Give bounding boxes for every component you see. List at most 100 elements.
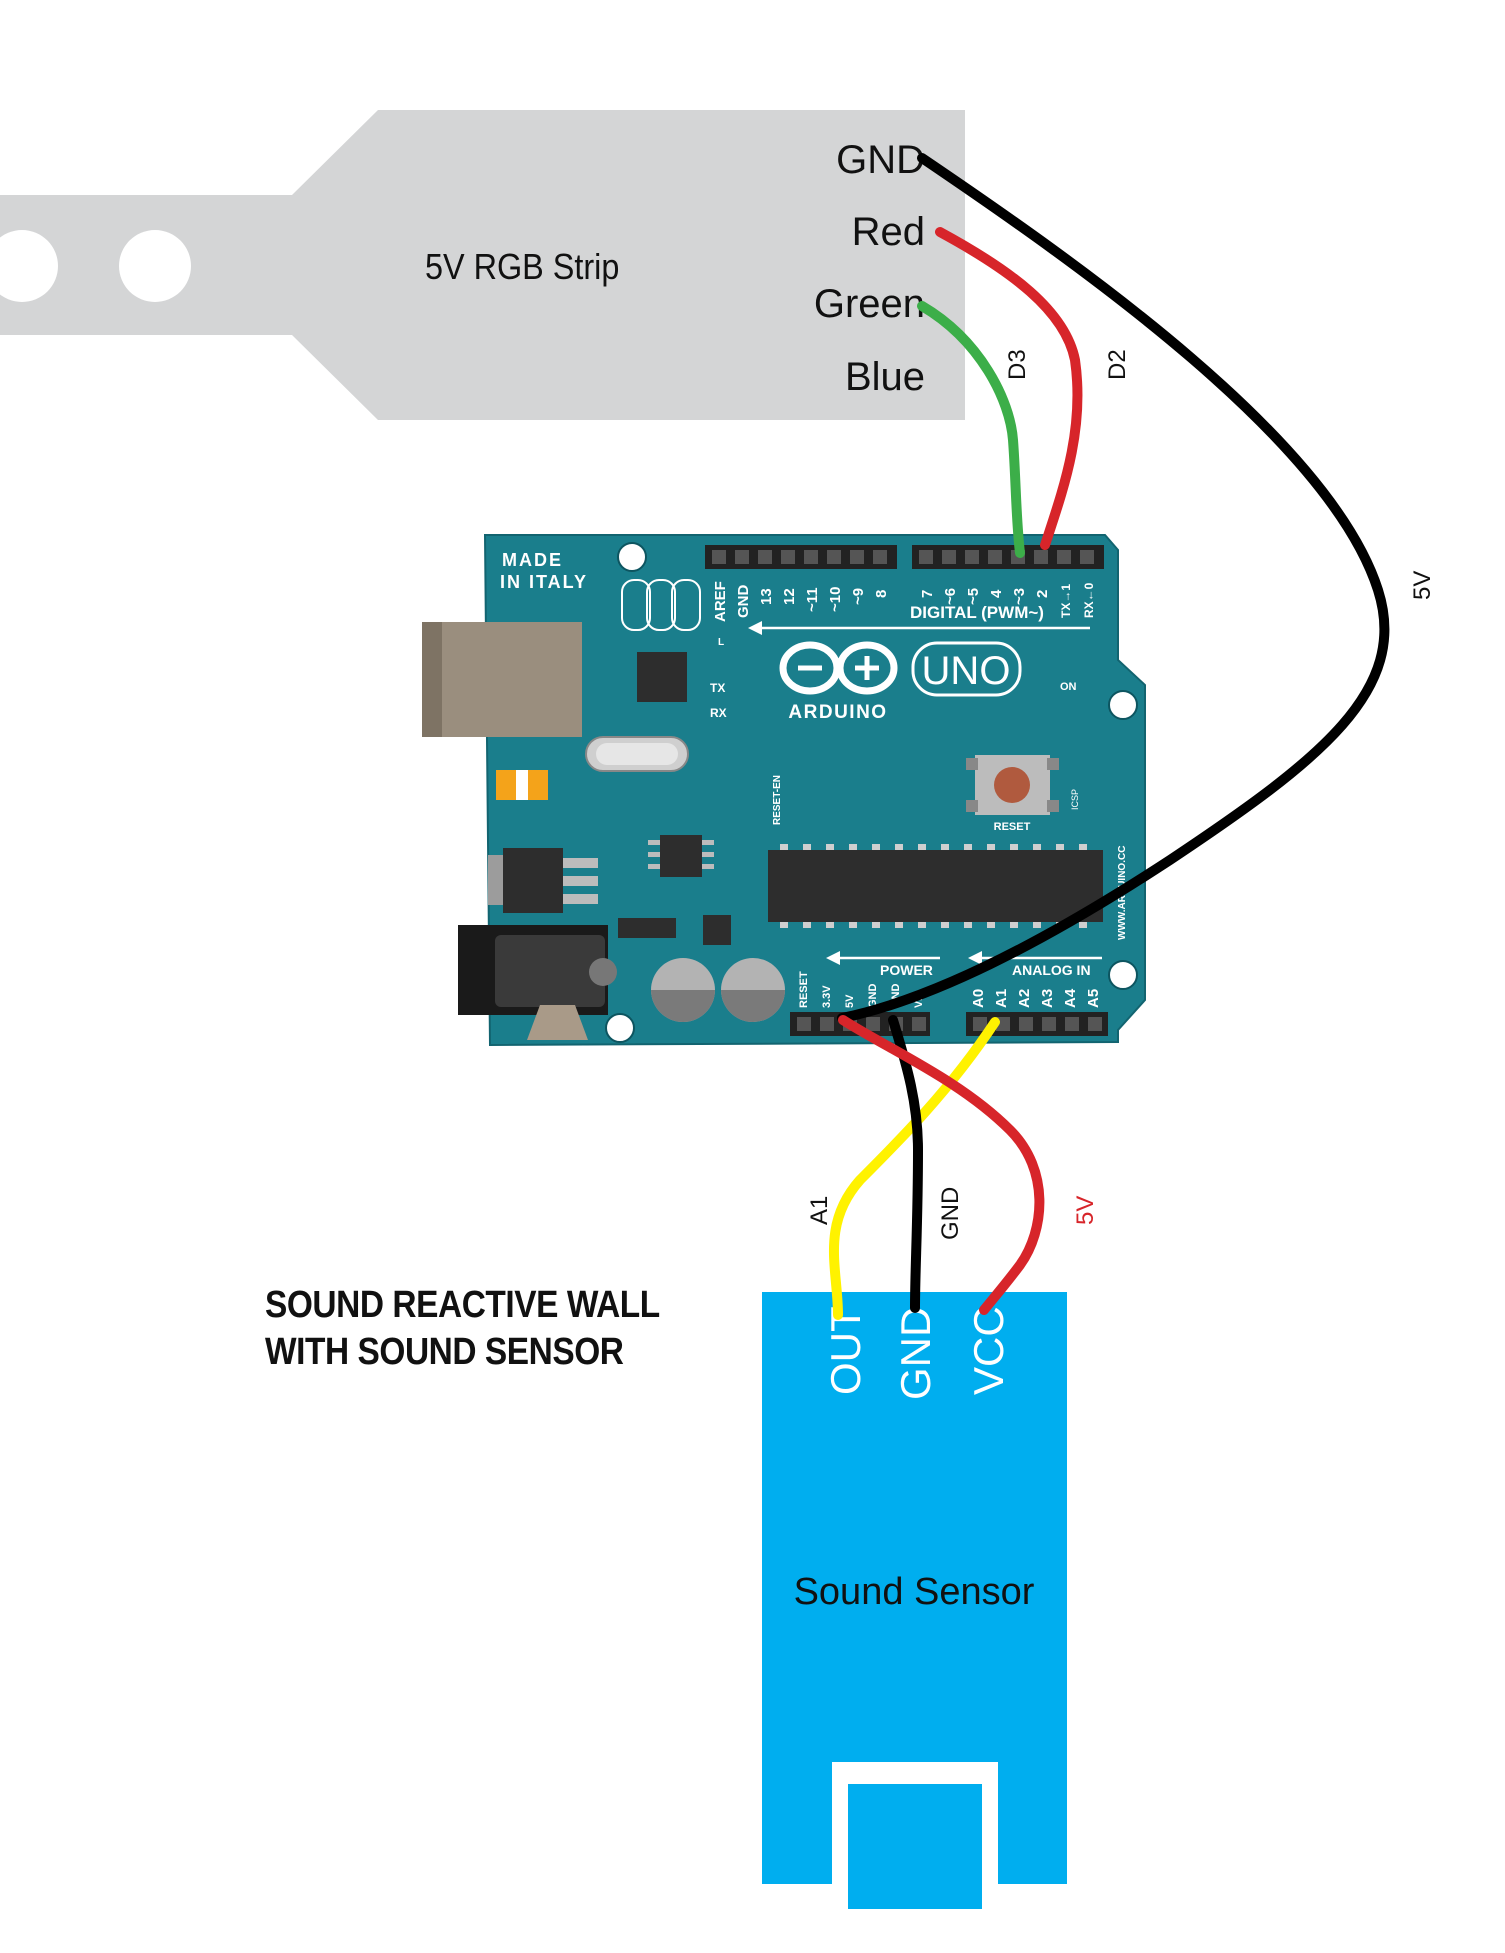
digital-header-right <box>912 545 1104 569</box>
digital-pin-label: 8 <box>873 590 890 598</box>
analog-pin-labels: A0 A1 A2 A3 A4 A5 <box>970 988 1102 1008</box>
digital-header-pins <box>712 550 1094 564</box>
reset-button-pad <box>966 758 978 770</box>
power-jack-hole <box>589 958 617 986</box>
usb-chip <box>637 652 687 702</box>
wire-label-a1: A1 <box>806 1196 833 1225</box>
l-label: L <box>718 637 724 648</box>
made-in-label: IN ITALY <box>500 572 588 592</box>
sound-sensor-label: Sound Sensor <box>794 1571 1035 1613</box>
digital-pin-label: ~10 <box>827 587 844 612</box>
wire-red-sensor <box>838 1015 1045 1315</box>
digital-label: DIGITAL (PWM~) <box>910 603 1044 622</box>
rgb-strip: 5V RGB Strip GND Red Green Blue <box>0 110 965 420</box>
regulator-leg <box>563 858 598 868</box>
analog-arrow-head <box>968 951 982 965</box>
board-mount-hole <box>605 1013 635 1043</box>
arduino-board: MADE IN ITALY AREF GND 13 12 ~11 ~10 ~9 … <box>422 534 1146 1047</box>
reset-button-pad <box>1047 800 1059 812</box>
icsp-label: ICSP <box>1070 789 1080 810</box>
wire-green-strip <box>917 301 1025 558</box>
digital-pin-label: ~5 <box>965 588 982 605</box>
wires <box>828 153 1390 1320</box>
power-jack-front <box>495 935 605 1007</box>
wire-label-d3: D3 <box>1004 349 1031 380</box>
rx-label: RX <box>710 706 727 720</box>
smd-component <box>703 915 731 945</box>
strip-pin-gnd: GND <box>836 138 925 182</box>
reset-button <box>994 767 1030 803</box>
analog-pin-label: A5 <box>1085 989 1102 1008</box>
digital-pin-label: ~11 <box>804 587 821 612</box>
power-label: POWER <box>880 962 933 978</box>
capacitor-mark <box>651 990 715 1022</box>
on-label: ON <box>1060 681 1077 693</box>
strip-mount-hole <box>0 230 58 302</box>
board-mount-hole <box>617 542 647 572</box>
digital-pin-label: 13 <box>758 588 775 605</box>
made-in-label: MADE <box>502 550 563 570</box>
strip-pin-red: Red <box>852 210 925 254</box>
digital-header-left <box>705 545 897 569</box>
power-pin-label: RESET <box>798 971 810 1008</box>
title-line-1: SOUND REACTIVE WALL <box>265 1284 660 1326</box>
wire-label-5v-right: 5V <box>1409 571 1436 600</box>
sensor-pin-gnd: GND <box>892 1307 939 1400</box>
title-line-2: WITH SOUND SENSOR <box>265 1331 624 1373</box>
fuse-pads <box>621 579 701 631</box>
digital-arrow-head <box>748 621 762 635</box>
atmega-chip <box>768 850 1103 922</box>
digital-pin-label: GND <box>735 585 752 619</box>
analog-pin-label: A0 <box>970 989 987 1008</box>
digital-pin-label: AREF <box>712 581 729 622</box>
reset-label: RESET <box>994 821 1031 833</box>
strip-pin-blue: Blue <box>845 355 925 399</box>
digital-pin-label: ~6 <box>942 588 959 605</box>
digital-pin-labels: AREF GND 13 12 ~11 ~10 ~9 8 7 ~6 ~5 4 ~3… <box>712 581 1096 622</box>
wire-black-strip <box>837 153 1390 1023</box>
power-arrow-head <box>826 951 840 965</box>
analog-pin-label: A4 <box>1062 988 1079 1008</box>
uno-badge <box>911 641 1022 697</box>
voltage-regulator <box>503 848 563 913</box>
usb-connector <box>422 622 582 737</box>
reset-button-pad <box>966 800 978 812</box>
digital-pin-label: ~3 <box>1011 588 1028 605</box>
smd-component <box>618 918 676 938</box>
wire-labels: D3 D2 5V A1 GND 5V <box>806 349 1436 1240</box>
uno-label: UNO <box>922 649 1011 693</box>
analog-pin-label: A1 <box>993 989 1010 1008</box>
wire-yellow <box>828 1017 1000 1320</box>
arduino-logo <box>779 641 898 695</box>
board-mount-hole <box>1108 690 1138 720</box>
logo-symbols <box>798 656 879 680</box>
digital-pin-label: 7 <box>919 590 936 598</box>
tx-label: TX <box>710 681 725 695</box>
led-component-mid <box>516 770 528 800</box>
wire-label-d2: D2 <box>1104 349 1131 380</box>
rgb-strip-label: 5V RGB Strip <box>425 247 619 287</box>
digital-pin-label: ~9 <box>850 588 867 605</box>
sensor-pin-vcc: VCC <box>965 1306 1012 1395</box>
digital-pin-label: RX←0 <box>1082 582 1096 618</box>
reset-en-label: RESET-EN <box>772 775 783 825</box>
digital-pin-label: 2 <box>1034 590 1051 598</box>
power-pin-label: GND <box>867 984 879 1009</box>
capacitor-mark <box>721 990 785 1022</box>
usb-connector-shade <box>422 622 442 737</box>
regulator-leg <box>563 894 598 904</box>
digital-pin-label: 4 <box>988 589 1005 598</box>
analog-label: ANALOG IN <box>1012 962 1091 978</box>
wire-red-strip <box>935 227 1083 550</box>
digital-pin-label: 12 <box>781 588 798 605</box>
arduino-brand: ARDUINO <box>788 702 887 723</box>
power-pin-label: 5V <box>844 994 856 1008</box>
rgb-strip-body <box>0 110 965 420</box>
small-ic-legs <box>648 840 714 869</box>
sensor-pin-out: OUT <box>822 1306 869 1395</box>
crystal-inner <box>596 743 678 765</box>
jack-tab <box>527 1005 588 1040</box>
wire-label-5v-bottom: 5V <box>1072 1196 1099 1225</box>
